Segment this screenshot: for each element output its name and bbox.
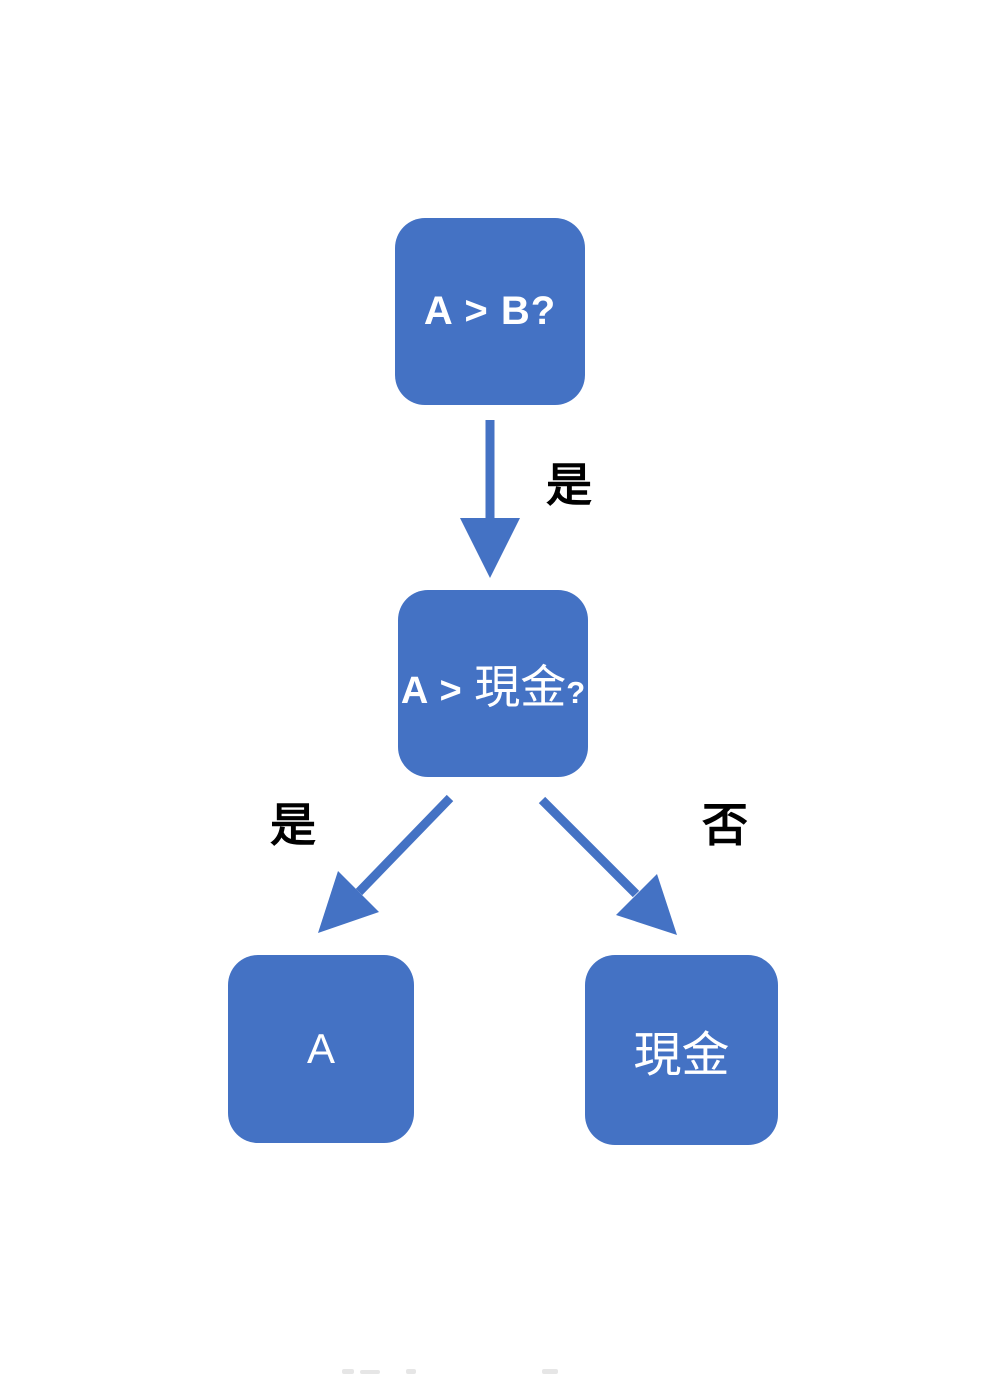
cutoff-text-fragment bbox=[342, 1369, 354, 1374]
cutoff-text-fragment bbox=[542, 1369, 558, 1374]
node-decision-a-gt-cash: A > 現金? bbox=[398, 590, 588, 777]
edge-label-yes-top: 是 bbox=[546, 459, 592, 511]
arrow-down-right bbox=[538, 796, 677, 935]
node-decision-a-gt-b: A > B? bbox=[395, 218, 585, 405]
node-label-latin: A > bbox=[400, 669, 475, 712]
cutoff-text-fragment bbox=[360, 1370, 380, 1374]
arrow-down-left bbox=[318, 794, 454, 933]
node-label: 現金 bbox=[633, 1027, 730, 1083]
edge-label-no-right: 否 bbox=[702, 799, 748, 851]
node-label: A > 現金? bbox=[401, 651, 585, 717]
node-label-question-mark: ? bbox=[566, 674, 586, 710]
arrow-down bbox=[460, 420, 520, 578]
edge-label-yes-left: 是 bbox=[270, 799, 316, 851]
node-label: A bbox=[306, 1025, 335, 1072]
node-result-a: A bbox=[228, 955, 414, 1143]
node-result-cash: 現金 bbox=[585, 955, 778, 1145]
node-label-cjk: 現金 bbox=[474, 659, 567, 714]
node-label: A > B? bbox=[423, 289, 557, 333]
cutoff-text-fragment bbox=[406, 1369, 416, 1374]
